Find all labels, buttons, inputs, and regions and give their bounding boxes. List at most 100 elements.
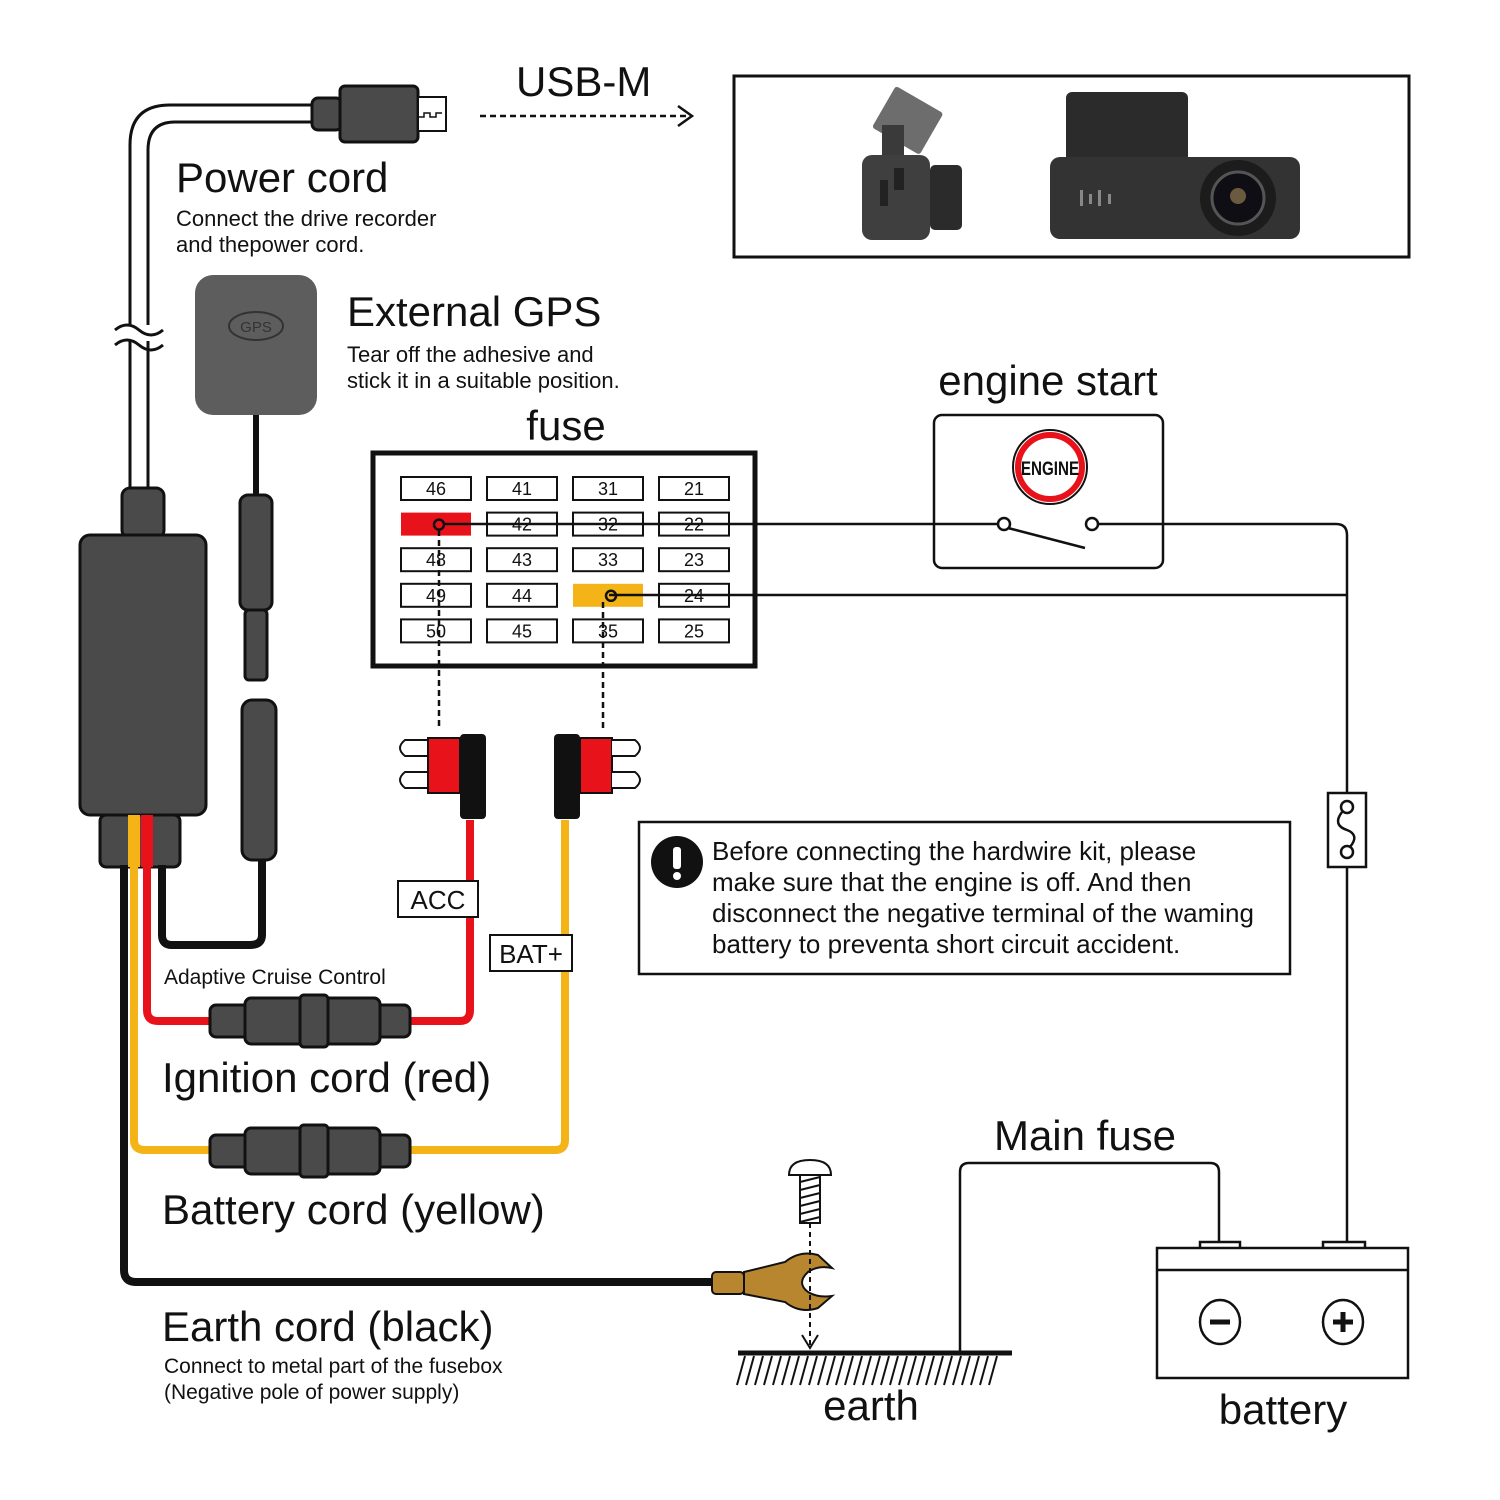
earth-hatch-line <box>763 1355 773 1386</box>
usb-label: USB-M <box>516 58 651 105</box>
gps-desc-1: Tear off the adhesive and <box>347 342 594 367</box>
acc-tag <box>397 880 479 918</box>
engine-badge: ENGINE <box>1021 457 1079 479</box>
earth-hatch-line <box>943 1355 953 1386</box>
gps-title: External GPS <box>347 288 601 335</box>
gps-desc-2: stick it in a suitable position. <box>347 368 620 393</box>
earth-cord-desc-1: Connect to metal part of the fusebox <box>164 1355 503 1378</box>
warning-box <box>637 820 1292 976</box>
acc-note: Adaptive Cruise Control <box>164 966 386 989</box>
fuse-slot-label: 21 <box>684 479 704 499</box>
fuse-slot-label: 33 <box>598 550 618 570</box>
inline-fuse-red-icon <box>208 993 412 1049</box>
earth-hatch-line <box>835 1355 845 1386</box>
earth-hatch-line <box>889 1355 899 1386</box>
earth-hatch-line <box>979 1355 989 1386</box>
earth-hatch-line <box>916 1355 926 1386</box>
fuse-slot-label: 43 <box>512 550 532 570</box>
earth-hatch-line <box>907 1355 917 1386</box>
warning-line-3: disconnect the negative terminal of the … <box>712 898 1254 928</box>
battery-cord-label: Battery cord (yellow) <box>162 1186 545 1233</box>
engine-button-icon: ENGINE <box>1012 429 1088 505</box>
circuit-lines <box>445 522 1349 1355</box>
warning-icon <box>651 836 703 888</box>
fuse-slot <box>486 582 558 608</box>
fuse-slot-acc <box>401 512 471 536</box>
fuse-slot <box>486 547 558 573</box>
switch-icon <box>996 516 1100 550</box>
bat-tag-label: BAT+ <box>499 939 563 969</box>
fuse-slot <box>400 582 472 608</box>
power-cord-desc-2: and thepower cord. <box>176 232 364 257</box>
earth-hatch-line <box>970 1355 980 1386</box>
earth-hatch-line <box>808 1355 818 1386</box>
acc-tag-label: ACC <box>411 885 466 915</box>
usb-plug-icon <box>310 84 447 144</box>
dashcam-small-icon <box>862 86 962 240</box>
fuse-slot <box>486 476 558 501</box>
fuse-slot <box>400 547 472 573</box>
earth-hatch-line <box>745 1355 755 1386</box>
earth-hatch-line <box>853 1355 863 1386</box>
earth-hatch-line <box>880 1355 890 1386</box>
tap-point-icon <box>432 518 446 531</box>
fuse-slot <box>572 618 644 644</box>
fuse-slot-label: 44 <box>512 586 532 606</box>
earth-hatch-line <box>988 1355 998 1386</box>
fuse-symbol-icon <box>1326 791 1368 869</box>
fuse-slot-label: 25 <box>684 621 704 641</box>
earth-hatch-line <box>736 1355 746 1386</box>
fuse-slot-label: 49 <box>426 586 446 606</box>
earth-ground-icon <box>736 1350 1012 1386</box>
earth-hatch-line <box>790 1355 800 1386</box>
fuse-slot <box>486 618 558 644</box>
usb-arrow-icon <box>480 104 695 128</box>
earth-hatch-line <box>844 1355 854 1386</box>
earth-hatch-line <box>799 1355 809 1386</box>
screw-icon <box>787 1158 833 1350</box>
fuse-slot <box>658 618 730 644</box>
earth-hatch-line <box>925 1355 935 1386</box>
ring-terminal-icon <box>711 1252 836 1311</box>
battery-icon <box>1155 1240 1410 1380</box>
fuse-tap-bat-icon <box>554 734 641 819</box>
earth-hatch-line <box>934 1355 944 1386</box>
fuse-box-title: fuse <box>526 402 605 449</box>
bat-tag <box>489 934 573 972</box>
earth-hatch-line <box>961 1355 971 1386</box>
ignition-wire <box>143 820 474 1025</box>
fuse-slot <box>572 476 644 501</box>
fuse-slot-label: 48 <box>426 550 446 570</box>
fuse-slot-label: 23 <box>684 550 704 570</box>
earth-hatch-line <box>772 1355 782 1386</box>
warning-line-4: battery to preventa short circuit accide… <box>712 929 1180 959</box>
hardwire-box <box>78 486 208 869</box>
earth-hatch-line <box>826 1355 836 1386</box>
power-cord <box>114 103 315 490</box>
earth-cord-title: Earth cord (black) <box>162 1303 493 1350</box>
power-cord-title: Power cord <box>176 154 388 201</box>
earth-hatch-line <box>781 1355 791 1386</box>
engine-start-title: engine start <box>938 357 1158 404</box>
main-fuse-label: Main fuse <box>994 1112 1176 1159</box>
fuse-slot-label: 45 <box>512 621 532 641</box>
gps-module-icon: GPS <box>195 275 317 862</box>
fuse-slot-label: 31 <box>598 479 618 499</box>
fuse-slot <box>658 476 730 501</box>
inline-fuse-yellow-icon <box>208 1123 412 1179</box>
earth-cord-desc-2: (Negative pole of power supply) <box>164 1381 459 1404</box>
earth-hatch-line <box>862 1355 872 1386</box>
fuse-slot-label: 46 <box>426 479 446 499</box>
fuse-slot-label: 35 <box>598 621 618 641</box>
warning-line-1: Before connecting the hardwire kit, plea… <box>712 836 1196 866</box>
ignition-cord-label: Ignition cord (red) <box>162 1054 491 1101</box>
fuse-tap-acc-icon <box>399 734 486 819</box>
engine-start-box <box>932 413 1165 570</box>
earth-hatch-line <box>898 1355 908 1386</box>
fuse-slot-label: 50 <box>426 621 446 641</box>
gps-wire <box>158 860 266 949</box>
earth-hatch-line <box>871 1355 881 1386</box>
dashcam-large-icon <box>1050 92 1300 239</box>
